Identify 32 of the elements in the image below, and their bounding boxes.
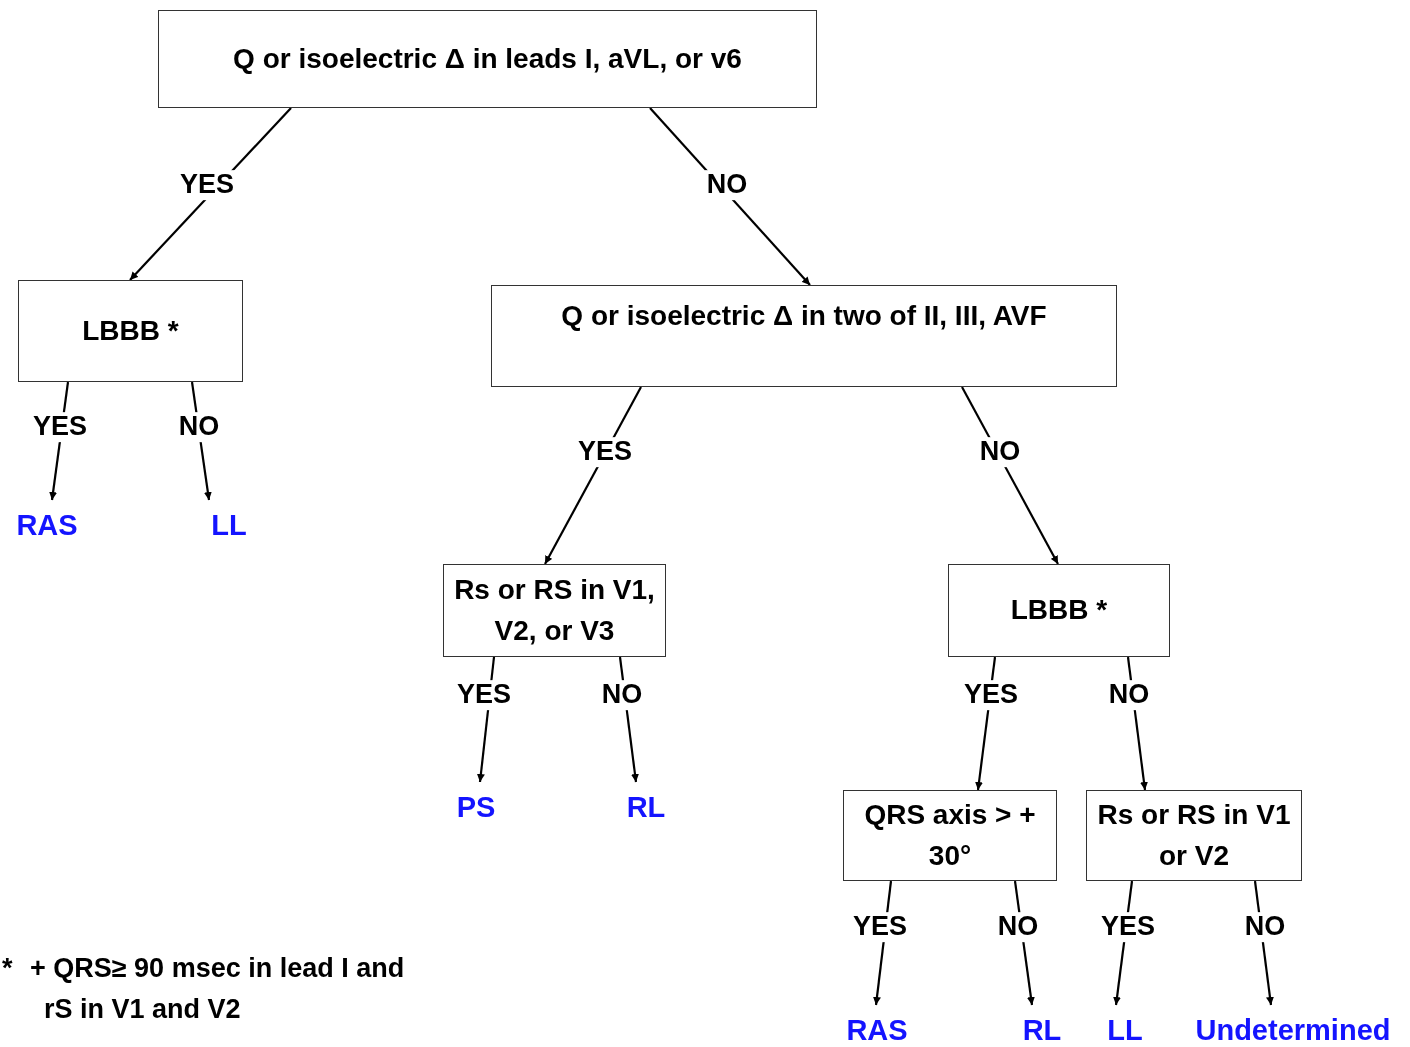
outcome-label: PS	[456, 793, 496, 822]
decision-box	[158, 10, 817, 108]
edge-label: YES	[31, 412, 89, 442]
decision-box	[1086, 790, 1302, 881]
criterion-text: Q or isoelectric Δ in two of II, III, AVF	[561, 299, 1047, 333]
decision-box	[443, 564, 666, 657]
outcome-label: LL	[1107, 1016, 1143, 1045]
edge-label: YES	[178, 170, 236, 200]
decision-box	[18, 280, 243, 382]
outcome-label: Undetermined	[1195, 1016, 1391, 1045]
outcome-label: LL	[211, 511, 247, 540]
edge-label: NO	[704, 170, 750, 200]
edge-label: YES	[1099, 912, 1157, 942]
outcome-label: RAS	[846, 1016, 908, 1045]
edge-label: YES	[962, 680, 1020, 710]
edge-label: YES	[576, 437, 634, 467]
edge-label: YES	[455, 680, 513, 710]
edge-label: YES	[851, 912, 909, 942]
decision-box	[948, 564, 1170, 657]
decision-box	[491, 285, 1117, 387]
criterion-text: LBBB *	[1010, 593, 1108, 628]
outcome-label: RAS	[16, 511, 78, 540]
outcome-label: RL	[1022, 1016, 1062, 1045]
criterion-text: LBBB *	[82, 313, 179, 348]
outcome-label: RL	[626, 793, 666, 822]
criterion-text: QRS axis > + 30°	[863, 797, 1037, 873]
decision-box	[843, 790, 1057, 881]
footnote-mark: *	[2, 952, 13, 985]
footnote-text: + QRS≥ 90 msec in lead I and rS in V1 and V2	[30, 952, 406, 1026]
criterion-text: Q or isoelectric Δ in leads I, aVL, or v6	[233, 41, 742, 76]
criterion-text: Rs or RS in V1, V2, or V3	[453, 572, 656, 648]
criterion-text: Rs or RS in V1 or V2	[1096, 797, 1292, 873]
